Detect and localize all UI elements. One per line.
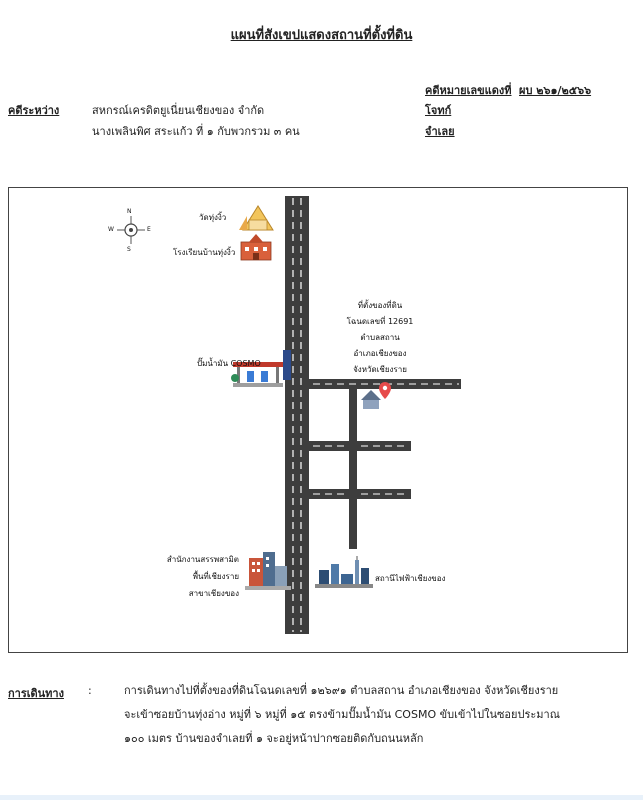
office-label: สำนักงานสรรพสามิต พื้นที่เชียงราย สาขาเช… [159,551,239,602]
office-label-line3: สาขาเชียงของ [188,589,239,598]
directions-text: การเดินทางไปที่ตั้งของที่ดินโฉนดเลขที่ ๑… [124,679,629,751]
side-road-3 [309,489,411,499]
plaintiff-name: สหกรณ์เครดิตยูเนี่ยนเชียงของ จำกัด [92,104,265,117]
compass-icon [117,216,145,244]
branch-road [349,389,357,549]
case-number: คดีหมายเลขแดงที่ ผบ ๒๖๑/๒๕๖๖ [425,81,591,99]
office-label-line1: สำนักงานสรรพสามิต [166,555,239,564]
defendant-name: นางเพลินพิศ สระแก้ว ที่ ๑ กับพวกรวม ๓ คน [92,125,300,138]
substation-label: สถานีไฟฟ้าเชียงของ [375,574,446,583]
gas-station-icon [231,350,291,387]
main-road [285,196,309,634]
school-label: โรงเรียนบ้านทุ่งงิ้ว [173,248,236,257]
land-label-line5: จังหวัดเชียงราย [353,365,407,374]
land-label-line1: ที่ตั้งของที่ดิน [357,301,403,310]
land-label-line3: ตำบลสถาน [360,333,400,342]
bottom-edge [0,795,643,800]
case-number-label: คดีหมายเลขแดงที่ [425,84,512,97]
parties-label: คดีระหว่าง [8,104,60,117]
defendant-label: จำเลย [425,125,455,138]
side-road-2 [309,441,411,451]
directions-colon: : [88,684,92,697]
directions-line2: จะเข้าซอยบ้านทุ่งอ่าง หมู่ที่ ๖ หมู่ที่ … [124,708,560,721]
land-label-line4: อำเภอเชียงของ [353,349,407,358]
page-title: แผนที่สังเขปแสดงสถานที่ตั้งที่ดิน [230,28,413,43]
sketch-map: N S E W วัดทุ่งงิ้ว โรงเรียนบ้านทุ่งงิ้ว… [8,187,628,653]
compass-w: W [108,226,114,233]
office-building-icon [245,552,291,590]
directions-line3: ๑๐๐ เมตร บ้านของจำเลยที่ ๑ จะอยู่หน้าปาก… [124,732,424,745]
directions-line1: การเดินทางไปที่ตั้งของที่ดินโฉนดเลขที่ ๑… [124,684,559,697]
land-location-pin-icon [361,382,391,409]
temple-icon [239,205,274,231]
compass-e: E [147,226,151,233]
compass-s: S [127,246,131,253]
substation-icon [315,556,373,588]
office-label-line2: พื้นที่เชียงราย [192,572,239,581]
temple-label: วัดทุ่งงิ้ว [199,213,227,222]
land-label: ที่ตั้งของที่ดิน โฉนดเลขที่ 12691 ตำบลสถ… [315,298,445,378]
land-label-line2: โฉนดเลขที่ 12691 [346,317,414,326]
plaintiff-label: โจทก์ [425,104,452,117]
gas-station-label: ปั๊มน้ำมัน COSMO [197,359,261,368]
directions-label: การเดินทาง [8,687,64,700]
school-icon [240,234,272,261]
map-svg [117,196,461,634]
compass-n: N [127,208,132,215]
case-number-value: ผบ ๒๖๑/๒๕๖๖ [519,84,592,97]
